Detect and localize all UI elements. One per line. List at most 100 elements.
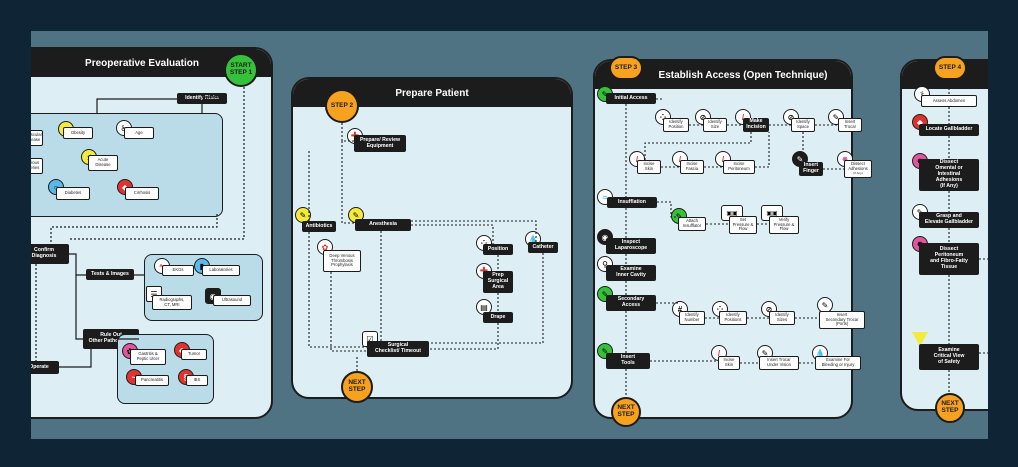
- identify-sizes-box[interactable]: Identify Sizes: [769, 311, 795, 325]
- catheter-box[interactable]: Catheter: [528, 242, 558, 253]
- connector-tools: [650, 360, 815, 364]
- dissect-adhesions-box[interactable]: Dissect Adhesions (If Any): [844, 160, 872, 178]
- connector-risks: [201, 96, 227, 113]
- panel-prepare-patient: Prepare Patient: [291, 77, 573, 399]
- anesthesia-box[interactable]: Anesthesia: [355, 219, 411, 231]
- incise-skin-2-box[interactable]: Incise Skin: [718, 356, 740, 370]
- drape-box[interactable]: Drape: [483, 312, 513, 323]
- step-label: STEP 1: [229, 69, 253, 76]
- initial-access-box[interactable]: Initial Access: [606, 93, 656, 104]
- tests-images-box[interactable]: Tests & Images: [86, 269, 134, 280]
- insert-tools-box[interactable]: Insert Tools: [606, 353, 650, 369]
- panel-title: Preoperative Evaluation: [85, 57, 199, 69]
- insert-trocar-box[interactable]: Insert Trocar: [838, 118, 862, 132]
- step-label: STEP 4: [938, 63, 962, 71]
- connector-insufflation: [657, 201, 769, 225]
- dissect-peritoneum-box[interactable]: Dissect Peritoneum and Fibro-Fatty Tissu…: [919, 243, 979, 275]
- examine-bleeding-box[interactable]: Examine For Bleeding or Injury: [815, 356, 861, 370]
- connector-initial-row: [656, 98, 838, 126]
- next-step-bubble[interactable]: NEXT STEP: [341, 371, 373, 403]
- next-label: NEXT: [941, 400, 959, 408]
- connector-diagnosis-tests: [61, 253, 144, 276]
- test-ekgs: EKGs: [162, 265, 194, 276]
- connector-antibiotics-check: [308, 232, 367, 348]
- connector-finger: [802, 132, 844, 170]
- identify-risks-box[interactable]: Identify Risks: [177, 93, 227, 104]
- dissect-omental-box[interactable]: Dissect Omental or Intestinal Adhesions …: [919, 159, 979, 191]
- test-ultrasound: Ultrasound: [213, 295, 251, 306]
- identify-position-box[interactable]: Identify Position: [663, 118, 689, 132]
- risk-diabetes: Diabetes: [56, 187, 90, 200]
- assess-abdomen-box[interactable]: Assess Abdomen: [921, 95, 977, 107]
- attach-insufflator-box[interactable]: Attach Insufflator: [678, 217, 706, 231]
- dvt-box[interactable]: Deep Venous Thrombosis Prophylaxis: [323, 250, 361, 272]
- next-step-bubble[interactable]: NEXT STEP: [935, 393, 965, 423]
- next-step-bubble[interactable]: NEXT STEP: [611, 397, 641, 427]
- insert-trocar-vision-box[interactable]: Insert Trocar Under Vision: [759, 356, 799, 370]
- make-incision-box[interactable]: Make Incision: [743, 118, 769, 132]
- connector-ruleout-operate: [59, 349, 92, 368]
- panel-title: Establish Access (Open Technique): [658, 69, 828, 81]
- flowchart-canvas: Preoperative Evaluation START STEP 1 Ide…: [31, 31, 988, 439]
- examine-cvs-box[interactable]: Examine Critical View of Safety: [919, 344, 979, 370]
- secondary-access-box[interactable]: Secondary Access: [606, 295, 656, 311]
- panel2-connectors: [308, 123, 544, 371]
- step-2-bubble[interactable]: STEP 2: [325, 89, 359, 123]
- prep-surgical-area-box[interactable]: Prep Surgical Area: [483, 271, 513, 293]
- pathology-tumor: Tumor: [181, 349, 207, 360]
- risk-acute-disease: Acute Disease: [88, 155, 118, 171]
- connector-catheter-check: [429, 253, 544, 344]
- connector-anes-catheter: [411, 220, 537, 242]
- examine-inner-cavity-box[interactable]: Examine Inner Cavity: [606, 265, 656, 281]
- next-label: NEXT: [348, 379, 366, 387]
- connector-anes-position: [411, 224, 494, 244]
- identify-positions-box[interactable]: Identify Positions: [719, 311, 747, 325]
- step-label: STEP 3: [614, 63, 638, 71]
- panel3-connectors: [625, 98, 844, 397]
- connector-drape-check: [429, 323, 499, 350]
- step-label: STEP: [941, 407, 959, 414]
- connector-diagnosis-ruleout: [75, 275, 83, 340]
- risk-cardiovascular: ovascular disease: [31, 130, 43, 146]
- step-label: STEP 2: [330, 101, 354, 109]
- connector-risks-bracket: [96, 98, 177, 113]
- identify-size-box[interactable]: Identify Size: [703, 118, 727, 132]
- insufflation-box[interactable]: Insufflation: [607, 197, 657, 208]
- locate-gallbladder-box[interactable]: Locate Gallbladder: [919, 124, 979, 136]
- test-radiographs: Radiographs, CT, MRI: [152, 295, 192, 310]
- antibiotics-box[interactable]: Antibiotics: [302, 221, 336, 232]
- risk-age: Age: [124, 127, 154, 139]
- connector-right-edge: [979, 258, 988, 354]
- drape-icon: ▤: [476, 299, 492, 315]
- identify-number-box[interactable]: Identify Number: [679, 311, 705, 325]
- panel-title: Prepare Patient: [395, 87, 469, 99]
- panel1-connectors: [35, 87, 245, 368]
- prepare-equipment-box[interactable]: Prepare/ Review Equipment: [354, 135, 406, 152]
- incise-peritoneum-box[interactable]: Incise Peritoneum: [723, 160, 755, 174]
- test-laboratories: Laboratories: [202, 265, 240, 276]
- verify-pressure-flow-box[interactable]: Verify Pressure & Flow: [769, 216, 799, 234]
- insert-finger-box[interactable]: Insert Finger: [799, 162, 823, 176]
- connector-to-anesthesia: [341, 141, 355, 224]
- surgical-checklist-box[interactable]: Surgical Checklist/ Timeout: [367, 341, 429, 357]
- operate-box[interactable]: Operate: [31, 361, 59, 374]
- incise-skin-box[interactable]: Incise Skin: [637, 160, 661, 174]
- position-box[interactable]: Position: [483, 244, 513, 255]
- incise-fascia-box[interactable]: Incise Fascia: [680, 160, 704, 174]
- identify-space-box[interactable]: Identify Space: [791, 118, 815, 132]
- risk-previous-surgeries: evious rgeries: [31, 158, 43, 174]
- inspect-laparoscope-box[interactable]: Inspect Laparoscope: [606, 238, 656, 254]
- pathology-ibs: IBS: [186, 375, 208, 386]
- dissect-adhesions-label: Dissect Adhesions: [848, 161, 868, 172]
- step-3-bubble[interactable]: STEP 3: [609, 56, 643, 80]
- insert-secondary-trocar-box[interactable]: Insert Secondary Trocar (Ports): [819, 311, 865, 329]
- start-step-1-bubble[interactable]: START STEP 1: [224, 53, 258, 87]
- grasp-elevate-box[interactable]: Grasp and Elevate Gallbladder: [919, 212, 979, 228]
- set-pressure-flow-box[interactable]: Set Pressure & Flow: [729, 216, 757, 234]
- step-label: STEP: [348, 386, 366, 393]
- start-label: START: [230, 62, 252, 70]
- step-4-bubble[interactable]: STEP 4: [933, 56, 967, 80]
- confirm-diagnosis-box[interactable]: Confirm Diagnosis: [31, 244, 69, 264]
- antibiotics-icon: ✎: [295, 207, 311, 223]
- panel4-connectors: [948, 80, 988, 393]
